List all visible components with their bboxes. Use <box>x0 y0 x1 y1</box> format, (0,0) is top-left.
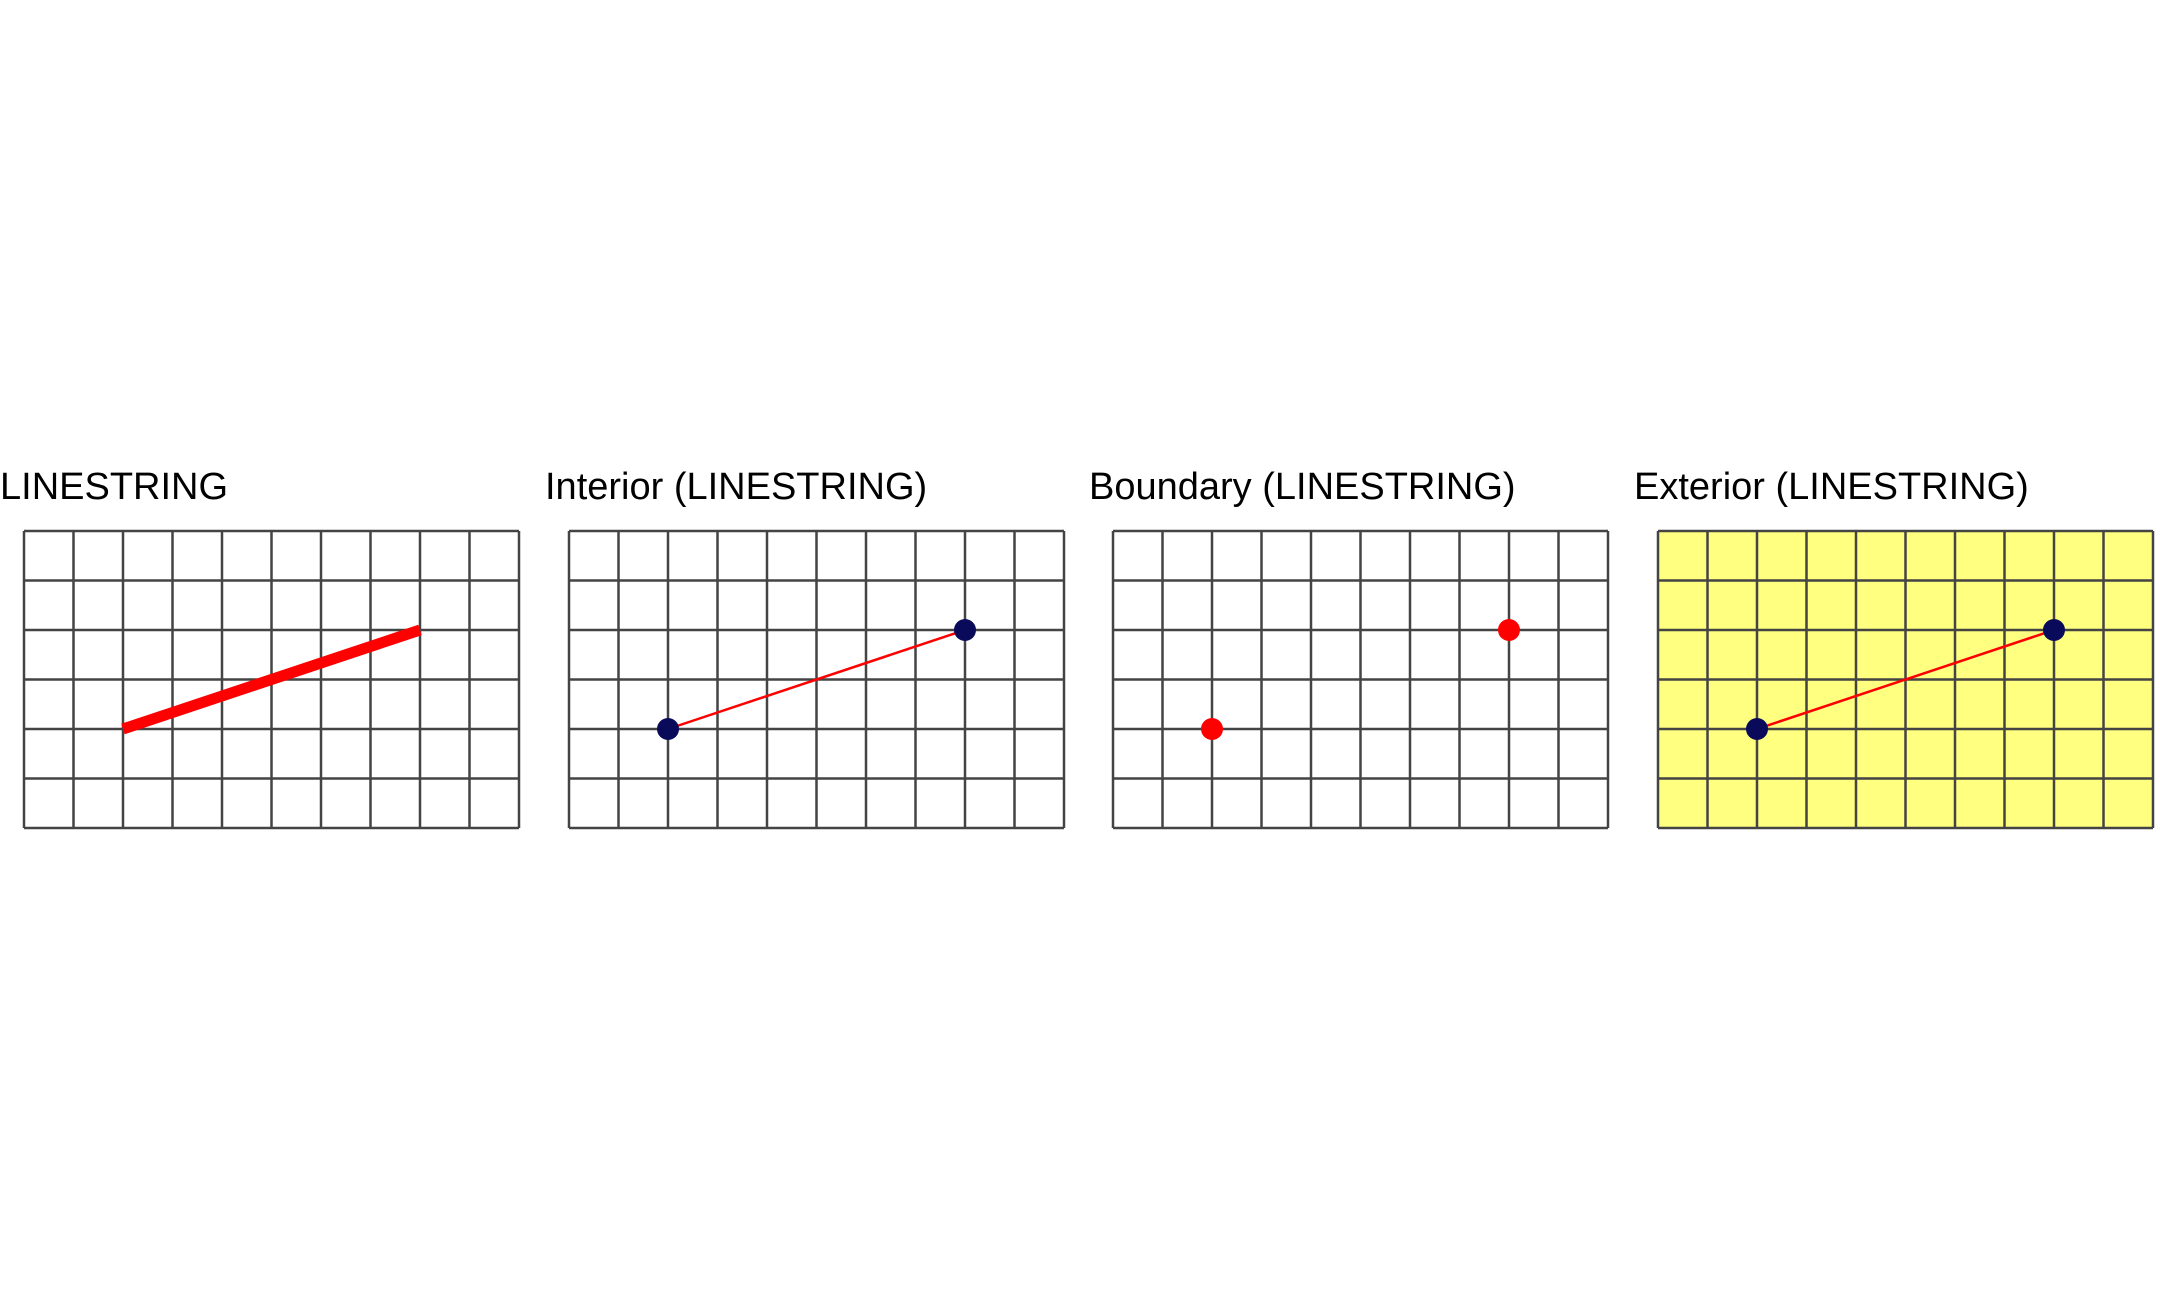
linestring-end-point <box>2043 619 2065 641</box>
panel-diagram <box>22 529 521 830</box>
panel-diagram <box>1111 529 1610 830</box>
panel-title: Boundary (LINESTRING) <box>1089 466 1516 508</box>
panel-boundary: Boundary (LINESTRING) <box>1089 0 1619 1296</box>
panel-interior: Interior (LINESTRING) <box>545 0 1075 1296</box>
panel-title: LINESTRING <box>0 466 229 508</box>
boundary-start-point <box>1201 718 1223 740</box>
linestring-start-point <box>1746 718 1768 740</box>
linestring-start-point <box>657 718 679 740</box>
linestring <box>121 624 422 735</box>
panel-geometry: LINESTRING <box>0 0 530 1296</box>
panel-diagram <box>1656 529 2155 830</box>
panel-exterior: Exterior (LINESTRING) <box>1634 0 2160 1296</box>
linestring <box>667 628 966 731</box>
panel-title: Interior (LINESTRING) <box>545 466 928 508</box>
boundary-end-point <box>1498 619 1520 641</box>
linestring <box>1756 628 2055 731</box>
panel-diagram <box>567 529 1066 830</box>
panel-title: Exterior (LINESTRING) <box>1634 466 2029 508</box>
linestring-end-point <box>954 619 976 641</box>
